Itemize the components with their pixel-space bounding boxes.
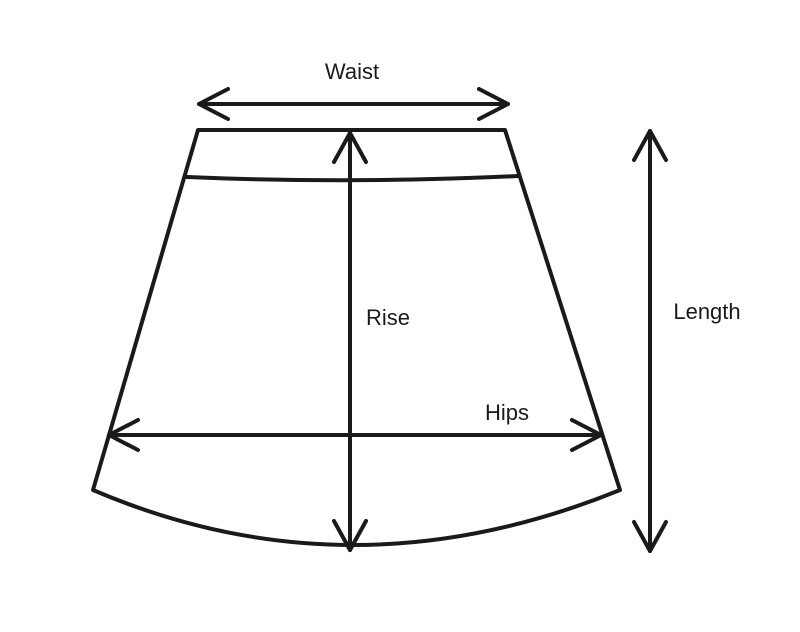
length-label: Length [673,299,740,324]
hips-label: Hips [485,400,529,425]
waist-arrow [197,87,510,121]
rise-label: Rise [366,305,410,330]
skirt-outline [91,128,622,547]
rise-arrow [332,131,368,552]
waistband-seam [185,174,520,183]
length-arrow [632,129,668,553]
skirt-body [91,128,622,547]
hips-arrow [107,418,603,452]
waist-label: Waist [325,59,379,84]
